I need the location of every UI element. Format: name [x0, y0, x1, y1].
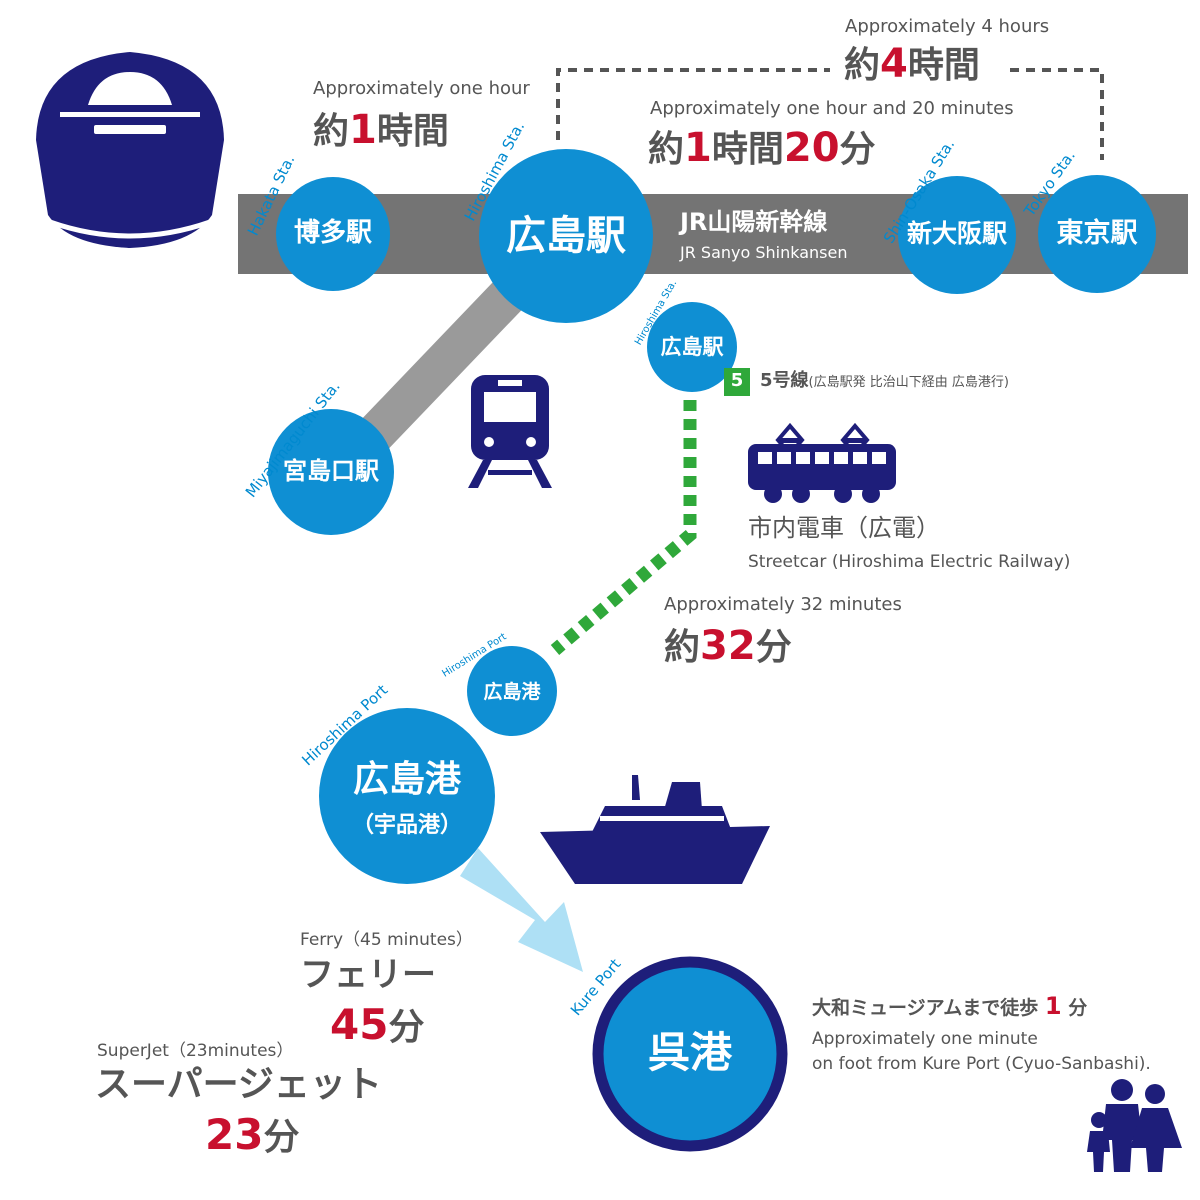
- time-tokyo: 約4時間: [838, 44, 986, 84]
- streetcar-name-en: Streetcar (Hiroshima Electric Railway): [748, 552, 1071, 572]
- tokyo-station-name: 東京駅: [1056, 218, 1138, 249]
- shin-osaka-station-circle: [898, 176, 1016, 294]
- shin-osaka-station-name: 新大阪駅: [906, 219, 1007, 248]
- hiroshima-port-name: 広島港: [352, 759, 461, 800]
- ferry-time: 45分: [330, 1000, 425, 1049]
- shinkansen-line-name: JR山陽新幹線: [680, 208, 828, 236]
- shinkansen-line-name-en: JR Sanyo Shinkansen: [680, 243, 848, 262]
- jr-sanyo-line: [340, 274, 530, 469]
- streetcar-time-en: Approximately 32 minutes: [664, 594, 902, 615]
- tokyo-dashed-route: [556, 68, 1104, 160]
- kure-port-name: 呉港: [647, 1028, 732, 1077]
- superjet-time: 23分: [205, 1110, 300, 1159]
- shinkansen-line-band: [238, 194, 1188, 274]
- superjet-en: SuperJet（23minutes）: [97, 1041, 294, 1061]
- ship-icon: [540, 775, 770, 884]
- ferry-arrow: [460, 848, 583, 972]
- streetcar-port-stop-circle: [467, 646, 557, 736]
- hakata-station-name: 博多駅: [293, 218, 372, 248]
- kure-port-circle: [592, 956, 788, 1152]
- time-osaka-en: Approximately one hour and 20 minutes: [650, 98, 1014, 119]
- shinkansen-icon: [36, 52, 224, 248]
- ferry-ja: フェリー: [300, 955, 436, 995]
- miyajimaguchi-station-name: 宮島口駅: [283, 457, 379, 485]
- hiroshima-port-subname: （宇品港）: [351, 813, 462, 838]
- line-5-badge: [724, 368, 750, 396]
- streetcar-route: [550, 400, 697, 655]
- streetcar-name-ja: 市内電車（広電）: [748, 514, 940, 542]
- streetcar-hiroshima-stop-circle: [647, 302, 737, 392]
- superjet-ja: スーパージェット: [95, 1064, 382, 1105]
- hiroshima-station-name: 広島駅: [506, 213, 626, 259]
- miyajimaguchi-station-circle: [268, 409, 394, 535]
- ferry-en: Ferry（45 minutes）: [300, 930, 473, 950]
- streetcar-end-stop-name: 広島港: [483, 681, 541, 703]
- time-osaka: 約1時間20分: [648, 125, 876, 171]
- kure-walk-ja: 大和ミュージアムまで徒歩 1 分: [812, 992, 1088, 1020]
- hiroshima-port-circle: [319, 708, 495, 884]
- time-hakata: 約1時間: [313, 107, 449, 153]
- tokyo-station-circle: [1038, 175, 1156, 293]
- line-5-name: 5号線(広島駅発 比治山下経由 広島港行): [760, 370, 1009, 391]
- kure-walk-en-1: Approximately one minute: [812, 1029, 1038, 1049]
- hakata-station-circle: [276, 177, 390, 291]
- train-icon: [468, 375, 552, 488]
- kure-walk-en-2: on foot from Kure Port (Cyuo-Sanbashi).: [812, 1054, 1151, 1074]
- time-tokyo-en: Approximately 4 hours: [845, 16, 1050, 37]
- streetcar-start-stop-name: 広島駅: [660, 335, 724, 359]
- family-icon: [1087, 1079, 1182, 1172]
- line-5-badge-text: 5: [730, 370, 744, 391]
- streetcar-icon: [748, 422, 896, 503]
- time-hakata-en: Approximately one hour: [313, 78, 530, 99]
- hiroshima-station-circle: [479, 149, 653, 323]
- streetcar-time: 約32分: [664, 623, 792, 669]
